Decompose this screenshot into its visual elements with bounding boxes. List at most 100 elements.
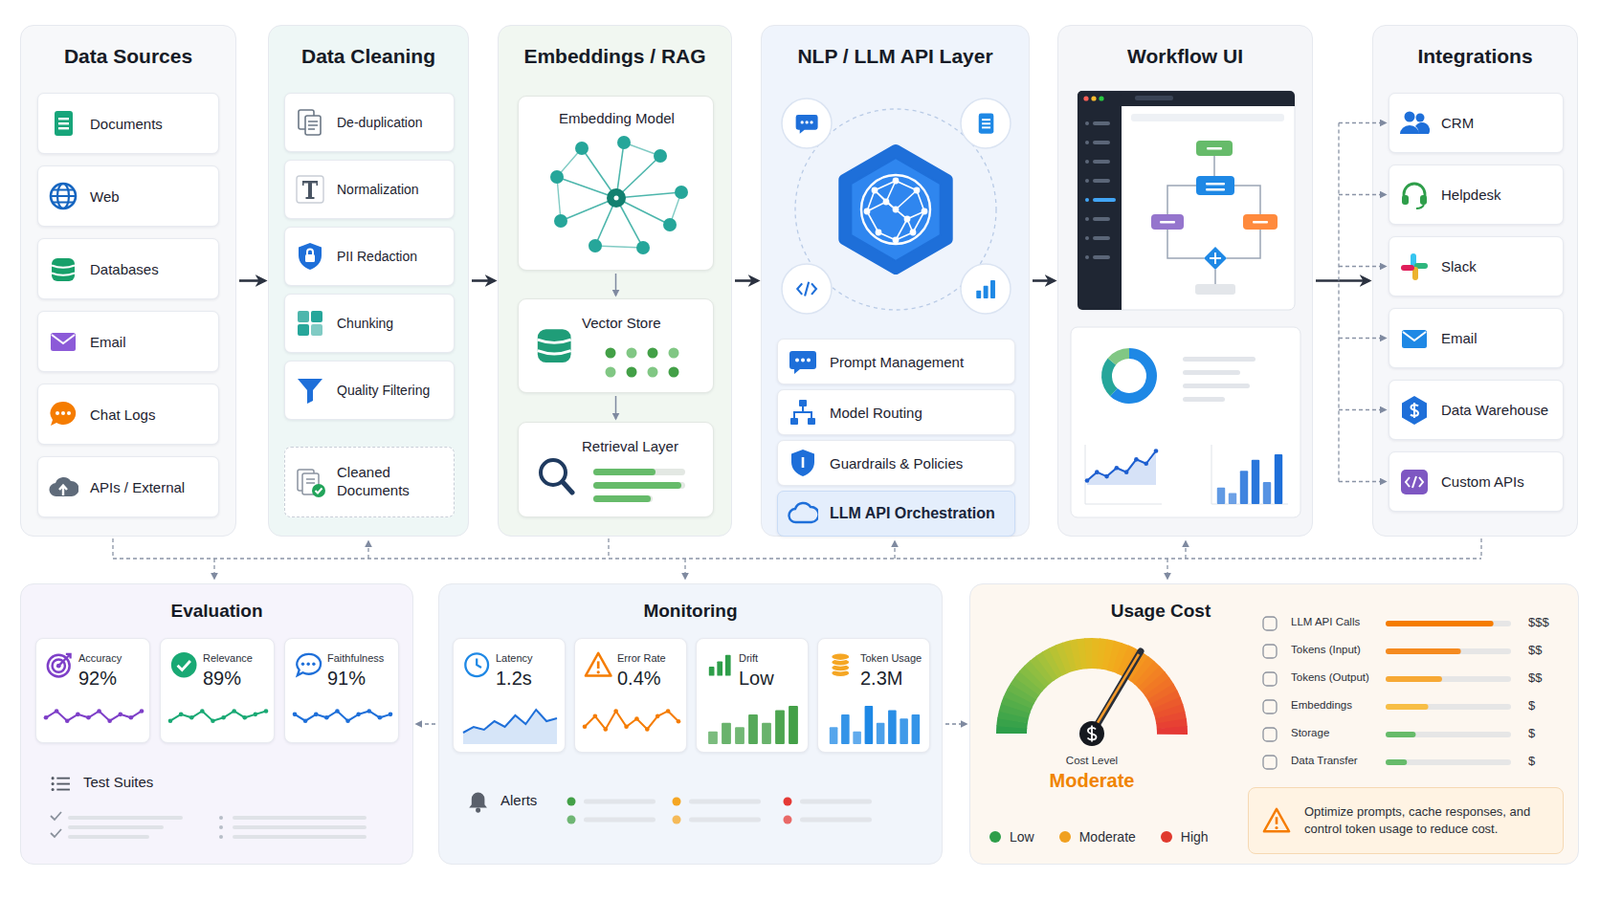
legend-swatch	[1160, 831, 1173, 844]
component-box: APIs / External	[37, 456, 220, 518]
stage-arrow	[471, 279, 495, 283]
component-box: Web	[37, 165, 220, 227]
icon-part	[1401, 396, 1427, 425]
component-box: Data Warehouse	[1388, 379, 1564, 441]
icon-part	[177, 661, 191, 671]
sparkline-dot	[676, 719, 682, 725]
sparkline	[170, 711, 267, 721]
test-line	[67, 825, 164, 830]
icon	[294, 308, 326, 339]
network-node	[663, 218, 677, 232]
metric-value: Low	[738, 667, 775, 690]
icon-part	[311, 311, 323, 323]
icon-part	[990, 280, 996, 299]
icon-part	[297, 311, 310, 323]
gauge-value: Moderate	[1005, 770, 1178, 793]
cost-level: $$$	[1528, 615, 1550, 630]
icon-part	[302, 180, 318, 200]
icon-part	[51, 777, 55, 780]
metric-card: Relevance89%	[159, 638, 275, 744]
icon-part	[48, 477, 79, 497]
icon	[787, 498, 819, 530]
icon-part	[58, 654, 70, 667]
brain-outline	[861, 175, 931, 245]
stage-panel: Workflow UI	[1057, 24, 1313, 537]
vector-dot	[626, 348, 638, 359]
menu-line	[1092, 140, 1111, 145]
component-box: Helpdesk	[1388, 164, 1564, 225]
brain-link	[895, 219, 908, 241]
gauge-hub-sign	[1088, 726, 1097, 743]
row-icon	[1263, 672, 1277, 687]
icon-part	[58, 122, 69, 125]
sparkline-dot	[292, 712, 298, 718]
sparkline-dot	[377, 715, 383, 721]
alert-line	[800, 800, 872, 805]
box-label: Model Routing	[829, 404, 1005, 422]
icon	[1399, 108, 1430, 139]
sparkline-dot	[117, 712, 123, 718]
icon-part	[50, 401, 77, 426]
box-label: Test Suites	[83, 774, 154, 791]
icon-part	[301, 663, 305, 667]
icon-part	[806, 358, 811, 363]
icon	[294, 375, 326, 406]
sparkline-dot	[210, 718, 216, 724]
rag-box: Vector Store	[517, 298, 714, 394]
chart-bar	[708, 732, 718, 745]
chart-bar	[865, 706, 874, 745]
icon	[1399, 179, 1430, 211]
result-bar	[593, 495, 651, 503]
panel-heading: Integrations	[1373, 25, 1578, 68]
test-dot	[219, 816, 223, 821]
sparkline-dot	[313, 712, 319, 718]
sparkline-dot	[264, 709, 269, 714]
metric-card: Token Usage2.3M	[817, 638, 931, 754]
menu-dot	[1085, 140, 1089, 145]
bracket-arrow	[1338, 122, 1386, 124]
icon-part	[1404, 111, 1416, 122]
icon	[294, 466, 326, 498]
test-line	[67, 816, 183, 821]
sparkline-dot	[107, 718, 112, 724]
flow-line	[1213, 155, 1216, 177]
dashed-arrow	[416, 723, 436, 726]
network-node	[636, 241, 650, 255]
alert-line	[800, 818, 872, 823]
icon	[452, 778, 929, 848]
metric-value: 0.4%	[617, 667, 662, 690]
flow-node	[1151, 214, 1184, 230]
component-box: De-duplication	[284, 92, 455, 153]
brain-node	[892, 177, 900, 185]
icon-part	[788, 503, 819, 523]
icon-part	[1401, 330, 1427, 349]
flow-diamond-plus	[1209, 252, 1222, 265]
rag-box: Embedding Model	[517, 95, 714, 271]
icon-part	[50, 183, 76, 209]
chart-bar	[1228, 492, 1237, 505]
chart-card	[1070, 327, 1301, 518]
legend-text: Moderate	[1079, 829, 1136, 845]
icon	[1399, 251, 1430, 283]
network-node	[617, 135, 631, 150]
box-label: Vector Store	[581, 314, 662, 332]
box-label: PII Redaction	[336, 248, 445, 265]
alert-dot	[672, 798, 682, 807]
icon	[47, 253, 79, 285]
icon	[47, 399, 79, 430]
panel-heading: Embeddings / RAG	[498, 25, 732, 68]
bus-down	[684, 558, 686, 579]
alert-dot	[567, 816, 577, 825]
check-mark	[50, 812, 62, 821]
icon-part	[476, 659, 482, 669]
chart-bar	[888, 710, 897, 745]
gauge-needle	[1091, 651, 1141, 734]
icon-part	[311, 484, 326, 498]
icon-part	[311, 663, 315, 667]
icon-part	[311, 324, 323, 336]
icon	[1399, 395, 1430, 426]
panel-heading: Monitoring	[439, 584, 942, 623]
sparkline-dot	[231, 709, 237, 714]
icon	[47, 326, 79, 357]
alert-dot	[783, 816, 793, 825]
